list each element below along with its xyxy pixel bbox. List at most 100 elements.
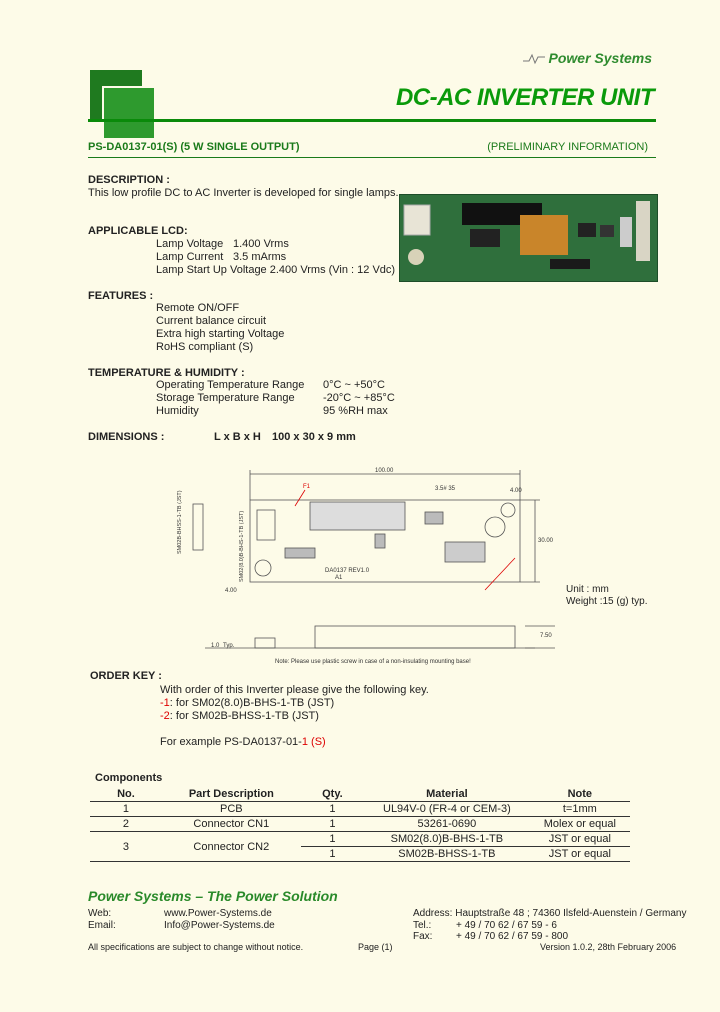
page-title: DC-AC INVERTER UNIT (395, 84, 655, 111)
side-profile-transformer (314, 625, 516, 649)
logo-square-front (102, 86, 156, 140)
table-cell: SM02B-BHSS-1-TB (364, 846, 530, 862)
table-cell: 1 (90, 801, 162, 817)
column-header-no: No. (90, 787, 162, 802)
table-cell: PCB (161, 801, 301, 817)
connector-cn2-outline (256, 509, 276, 541)
table-cell: 1 (300, 801, 365, 817)
components-heading: Components (95, 772, 163, 784)
brand-logo: Power Systems (522, 50, 653, 66)
dimensions-value: 100 x 30 x 9 mm (272, 431, 356, 443)
pitch-label: 3.5# 35 (435, 486, 456, 492)
mount-hole-right (500, 502, 516, 518)
features-heading: FEATURES : (88, 290, 154, 302)
humidity-value: 95 %RH max (323, 405, 388, 417)
table-row: 3 Connector CN2 1 SM02(8.0)B-BHS-1-TB JS… (90, 831, 630, 862)
order-key-option-2-text: : for SM02B-BHSS-1-TB (JST) (169, 710, 319, 722)
table-row: 1 SM02B-BHSS-1-TB JST or equal (90, 846, 630, 862)
email-label: Email: (88, 920, 116, 931)
order-key-option-1-code: -1 (160, 697, 170, 709)
humidity-label: Humidity (156, 405, 199, 417)
order-key-option-1-text: : for SM02(8.0)B-BHS-1-TB (JST) (169, 697, 335, 709)
feature-item: Remote ON/OFF (156, 302, 240, 314)
fax-number: + 49 / 70 62 / 67 59 - 800 (456, 931, 569, 942)
hole-offset-label: 4.00 (225, 588, 237, 594)
footer-title: Power Systems – The Power Solution (88, 888, 338, 904)
height-label-right: 7.50 (540, 633, 552, 639)
weight-label: Weight :15 (g) typ. (566, 596, 648, 607)
order-key-option-2: -2: for SM02B-BHSS-1-TB (JST) (160, 710, 319, 722)
lcd-heading: APPLICABLE LCD: (88, 225, 188, 237)
lamp-voltage-value: 1.400 Vrms (233, 238, 289, 250)
typ-label: Typ. (223, 643, 235, 649)
feature-item: RoHS compliant (S) (156, 341, 254, 353)
height-label-left: 1.0 (211, 643, 220, 649)
model-heading: PS-DA0137-01(S) (5 W SINGLE OUTPUT) (88, 141, 300, 153)
mounting-note: Note: Please use plastic screw in case o… (275, 659, 471, 665)
width-label: 30.00 (538, 538, 554, 544)
length-label: 100.00 (375, 468, 394, 474)
board-label: DA0137 REV1.0 (325, 568, 370, 574)
lamp-current-value: 3.5 mArms (233, 251, 287, 263)
tel-label: Tel.: (413, 920, 432, 931)
board-label-2: A1 (335, 575, 343, 581)
address: Address: Hauptstraße 48 ; 74360 Ilsfeld-… (413, 908, 687, 919)
components-table: No. Part Description Qty. Material Note … (90, 787, 630, 862)
web-label: Web: (88, 908, 112, 919)
table-cell: 1 (300, 846, 365, 862)
table-cell: UL94V-0 (FR-4 or CEM-3) (364, 801, 530, 817)
table-row: 2 Connector CN1 1 53261-0690 Molex or eq… (90, 816, 630, 832)
preliminary-note: (PRELIMINARY INFORMATION) (487, 141, 648, 153)
tel-number: + 49 / 70 62 / 67 59 - 6 (456, 920, 557, 931)
lamp-startup-label: Lamp Start Up Voltage 2.400 Vrms (Vin : … (156, 264, 396, 276)
brand-logo-text: Power Systems (548, 50, 653, 66)
title-divider (88, 119, 656, 122)
table-cell: Molex or equal (529, 816, 630, 832)
pcb-illustration (400, 195, 657, 281)
table-cell: t=1mm (529, 801, 630, 817)
page-number: Page (1) (358, 942, 393, 952)
board-outline (249, 499, 521, 583)
side-profile-connector (254, 637, 276, 649)
order-key-example-code: 1 (301, 736, 308, 748)
description-heading: DESCRIPTION : (88, 174, 170, 186)
technical-drawing: 100.00 30.00 4.00 4.00 3.5# 35 DA0137 RE… (177, 468, 555, 665)
order-key-intro: With order of this Inverter please give … (160, 684, 429, 696)
storage-temp-value: -20°C ~ +85°C (323, 392, 395, 404)
connector-label-board: SM02(8.0)B-BHS-1-TB (JST) (239, 511, 245, 582)
storage-temp-label: Storage Temperature Range (156, 392, 295, 404)
lamp-voltage-label: Lamp Voltage (156, 238, 224, 250)
table-row: 1 PCB 1 UL94V-0 (FR-4 or CEM-3) t=1mm (90, 801, 630, 817)
table-cell: Connector CN2 (161, 831, 301, 862)
table-cell: JST or equal (529, 831, 630, 847)
table-cell: JST or equal (529, 846, 630, 862)
feature-item: Current balance circuit (156, 315, 267, 327)
model-number: PS-DA0137-01(S) (88, 141, 178, 153)
order-key-example: For example PS-DA0137-01-1 (S) (160, 736, 326, 748)
table-cell: 1 (300, 816, 365, 832)
column-header-part: Part Description (161, 787, 301, 802)
table-cell: 3 (90, 831, 162, 862)
feature-item: Extra high starting Voltage (156, 328, 285, 340)
unit-label: Unit : mm (566, 584, 609, 595)
table-header-row: No. Part Description Qty. Material Note (90, 787, 630, 802)
table-cell: 2 (90, 816, 162, 832)
table-cell: 1 (300, 831, 365, 847)
web-link[interactable]: www.Power-Systems.de (164, 908, 272, 919)
capacitor-outline (484, 516, 506, 538)
connector-label-side: SM02B-BHSS-1-TB (JST) (177, 490, 183, 554)
fuse-pointer-2 (484, 557, 516, 591)
table-cell: 53261-0690 (364, 816, 530, 832)
table-cell: Connector CN1 (161, 816, 301, 832)
connector-side-view (192, 503, 204, 551)
fax-label: Fax: (413, 931, 433, 942)
fuse-pointer (294, 489, 306, 507)
disclaimer: All specifications are subject to change… (88, 942, 304, 952)
dimensions-label: L x B x H (214, 431, 261, 443)
table-cell: SM02(8.0)B-BHS-1-TB (364, 831, 530, 847)
order-key-example-prefix: For example PS-DA0137-01- (160, 736, 302, 748)
email-link[interactable]: Info@Power-Systems.de (164, 920, 275, 931)
column-header-qty: Qty. (300, 787, 365, 802)
operating-temp-label: Operating Temperature Range (156, 379, 305, 391)
order-key-option-2-code: -2 (160, 710, 170, 722)
